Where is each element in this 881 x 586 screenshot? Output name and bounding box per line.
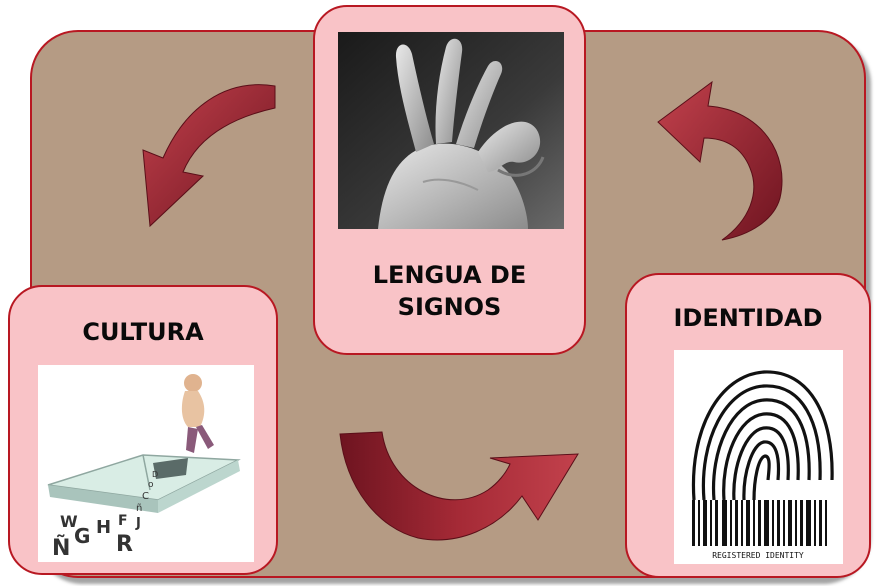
sign-language-hand-icon [338,32,564,229]
child-on-book-icon: Ñ G H W R F J ñ C o D [38,365,254,562]
curved-arrow-right-icon [657,80,783,241]
book-letter: D [152,470,158,479]
fingerprint-caption: REGISTERED IDENTITY [712,551,804,560]
book-letter: J [135,516,141,531]
book-letter: ñ [136,503,142,514]
card-cultura: CULTURA Ñ G H W R F J ñ C o D [8,285,278,575]
book-letter: R [116,532,133,557]
curved-arrow-bottom-icon [339,431,579,541]
card-title-line2: SIGNOS [397,293,502,321]
card-lengua-de-signos: LENGUA DE SIGNOS [313,5,586,355]
card-title: IDENTIDAD [673,304,823,332]
card-title: CULTURA [82,318,204,346]
book-letter: o [148,480,154,490]
book-letter: W [60,512,78,531]
curved-arrow-left-icon [142,84,276,228]
book-letter: G [74,524,90,548]
card-identidad: IDENTIDAD [625,273,871,578]
fingerprint-barcode-icon: REGISTERED IDENTITY [674,350,843,564]
card-title-line1: LENGUA DE [372,261,527,289]
book-letter: Ñ [52,535,70,561]
book-letter: F [118,513,128,529]
book-letter: C [142,491,149,502]
book-letter: H [96,517,111,538]
